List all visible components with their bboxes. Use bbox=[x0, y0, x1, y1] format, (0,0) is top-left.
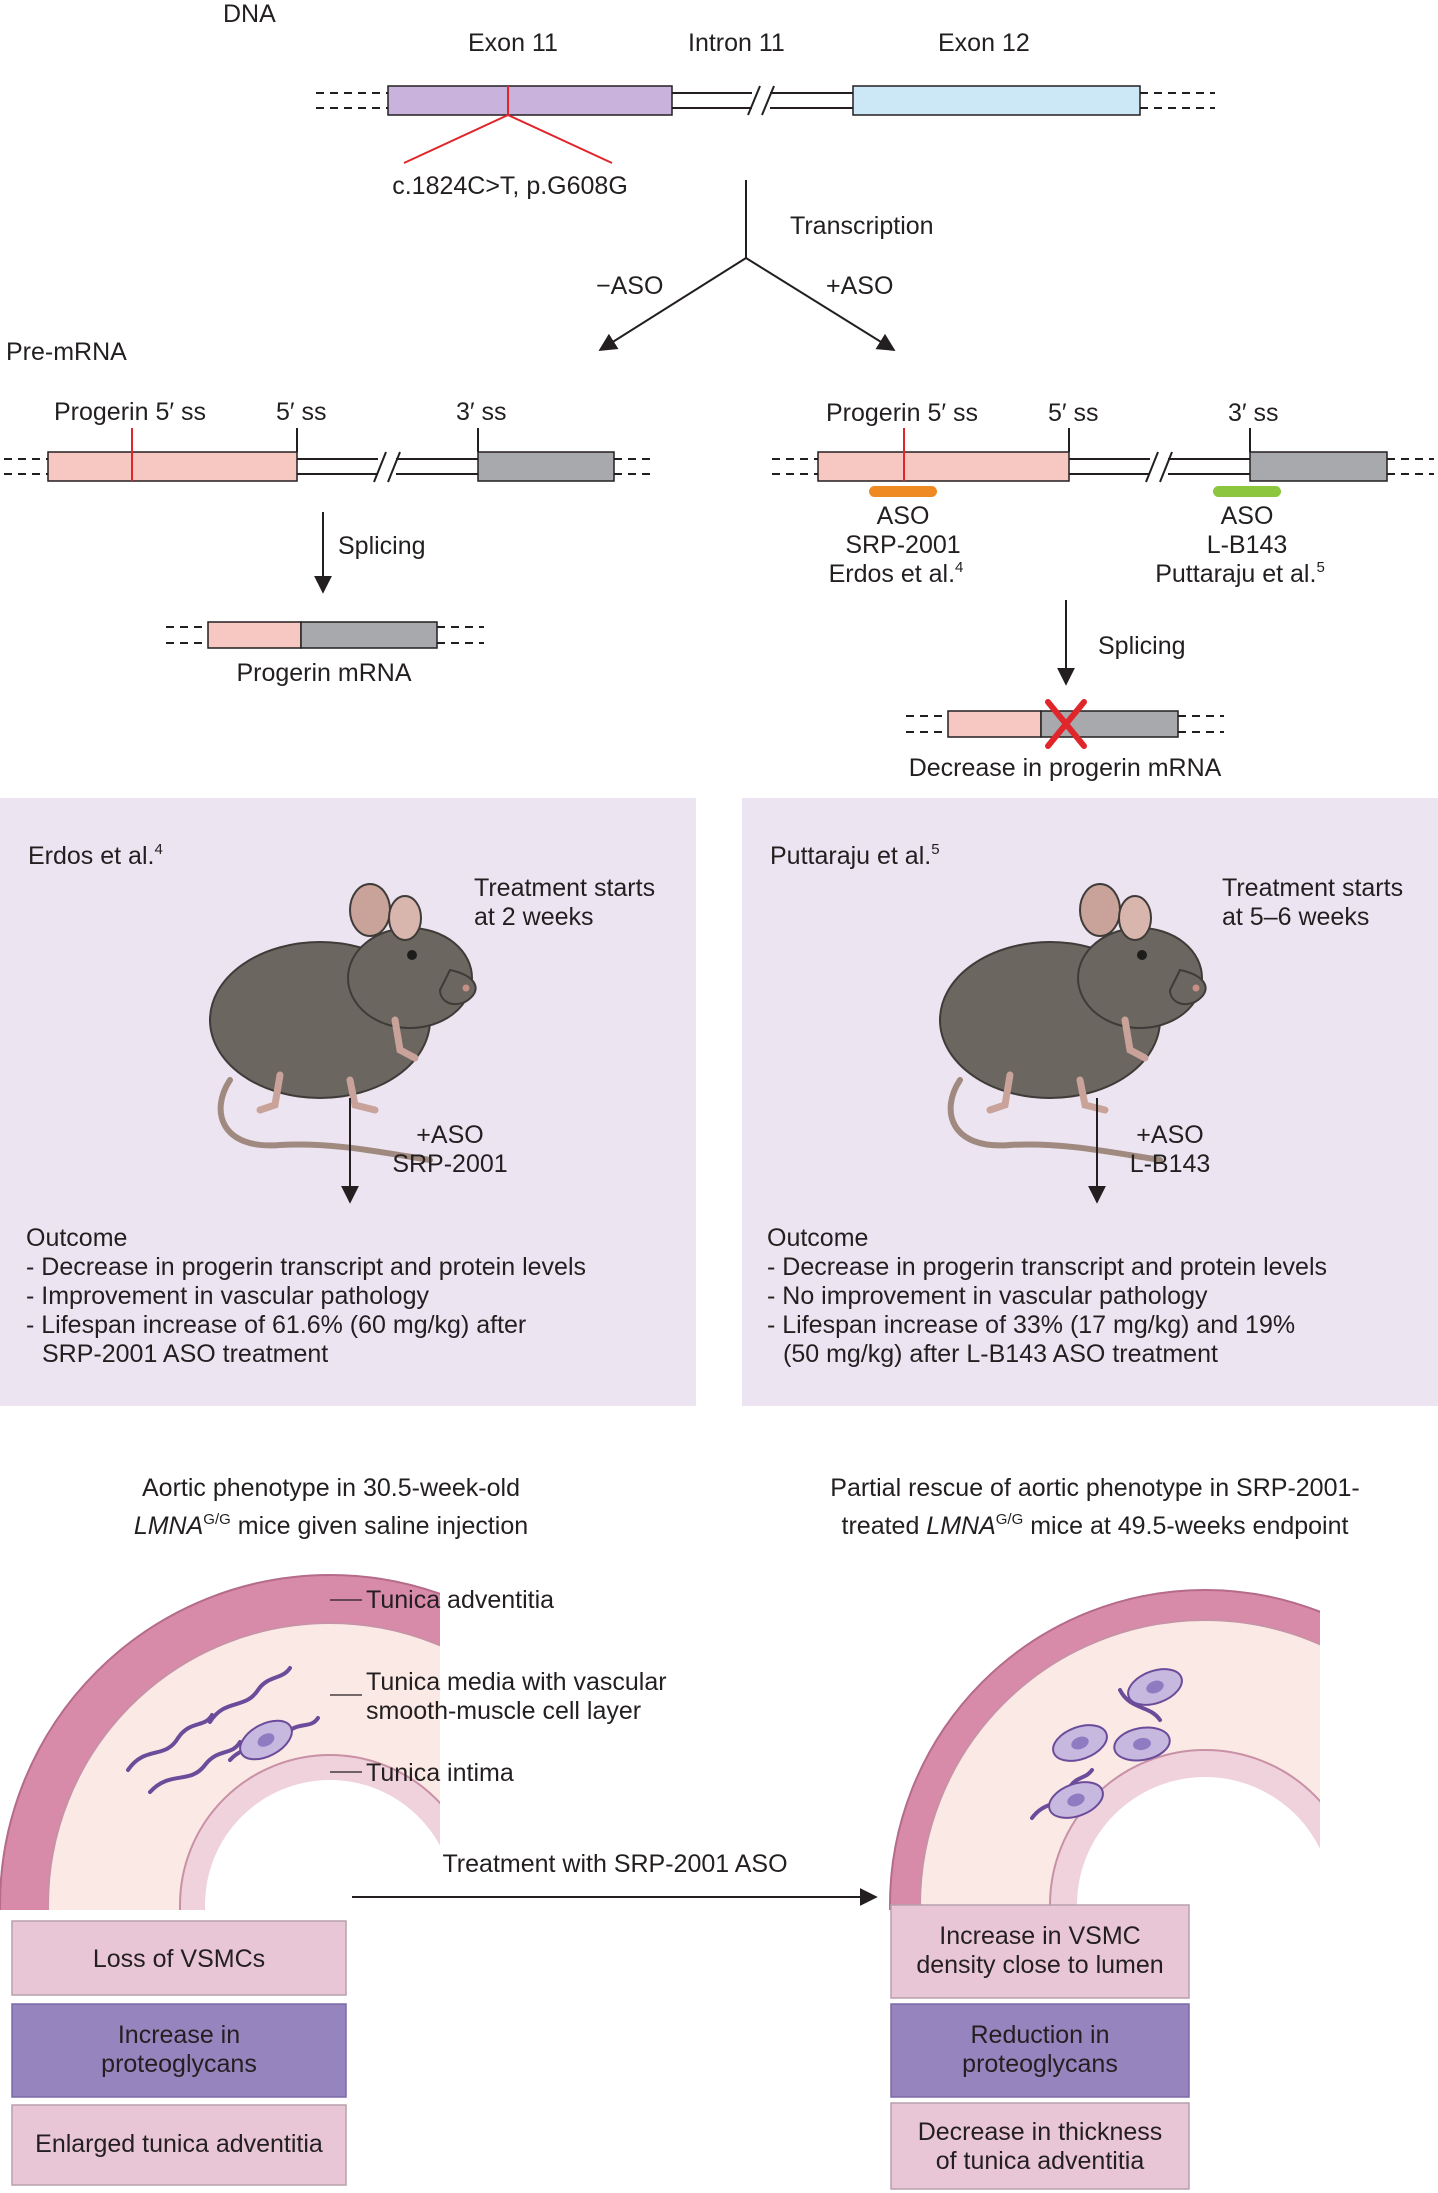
study-left-start2: at 2 weeks bbox=[474, 903, 594, 931]
dna-label: DNA bbox=[223, 0, 276, 28]
box-decrease-adventitia-label1: Decrease in thickness bbox=[918, 2118, 1163, 2146]
premrna-right: Progerin 5′ ss 5′ ss 3′ ss ASO SRP-2001 … bbox=[772, 399, 1434, 782]
dna-section: DNA Exon 11 Intron 11 Exon 12 c.1824C>T,… bbox=[223, 0, 1215, 351]
box-decrease-adventitia bbox=[890, 2102, 1190, 2190]
box-reduction-proteoglycans-label2: proteoglycans bbox=[962, 2050, 1118, 2078]
progerin-mrna-pink bbox=[207, 621, 302, 649]
premrna-left: Pre-mRNA Progerin 5′ ss 5′ ss 3′ ss Spli… bbox=[4, 338, 650, 687]
study-right: Puttaraju et al.5 Treatment starts at 5–… bbox=[767, 841, 1403, 1368]
exon11-box bbox=[387, 85, 673, 116]
box-loss-vsmc bbox=[11, 1920, 347, 1996]
study-right-start2: at 5–6 weeks bbox=[1222, 903, 1369, 931]
box-increase-proteoglycans-label1: Increase in bbox=[118, 2021, 240, 2049]
study-left-aso2: SRP-2001 bbox=[392, 1150, 507, 1178]
dna-strand bbox=[316, 85, 1215, 116]
exon12-premrna-left bbox=[477, 451, 615, 482]
mouse-parts-left bbox=[256, 883, 470, 1114]
box-reduction-proteoglycans-label1: Reduction in bbox=[971, 2021, 1110, 2049]
box-reduction-proteoglycans bbox=[890, 2003, 1190, 2098]
box-increase-proteoglycans-label2: proteoglycans bbox=[101, 2050, 257, 2078]
tunica-media-label1: Tunica media with vascular bbox=[366, 1668, 667, 1696]
aso-srp2001-bar bbox=[869, 486, 937, 497]
aorta-left-title2: LMNAG/G mice given saline injection bbox=[134, 1511, 528, 1540]
aso1-name: ASO bbox=[877, 502, 930, 530]
tunica-media-label2: smooth-muscle cell layer bbox=[366, 1697, 641, 1725]
exon12-box bbox=[852, 85, 1141, 116]
progerin-5ss-label-left: Progerin 5′ ss bbox=[54, 398, 206, 426]
reduced-mrna-pink bbox=[947, 710, 1042, 738]
study-right-aso2: L-B143 bbox=[1130, 1150, 1211, 1178]
study-left: Erdos et al.4 Treatment starts at 2 week… bbox=[26, 841, 655, 1368]
mutation-marker bbox=[403, 86, 613, 164]
aorta-left: Aortic phenotype in 30.5-week-old LMNAG/… bbox=[0, 1474, 667, 2186]
tunica-adventitia-label: Tunica adventitia bbox=[366, 1586, 554, 1614]
study-panel-left bbox=[0, 798, 696, 1406]
study-left-bullet2: - Improvement in vascular pathology bbox=[26, 1282, 429, 1310]
study-right-bullet3a: - Lifespan increase of 33% (17 mg/kg) an… bbox=[767, 1311, 1295, 1339]
exon12-premrna-right bbox=[1249, 451, 1388, 482]
mouse-icon bbox=[209, 927, 477, 1163]
mutation-label: c.1824C>T, p.G608G bbox=[392, 172, 628, 200]
progerin-exon-left bbox=[47, 451, 298, 482]
study-right-outcome: Outcome bbox=[767, 1224, 868, 1252]
progerin-mrna-gray bbox=[300, 621, 438, 649]
plus-aso-label: +ASO bbox=[826, 272, 893, 300]
study-right-bullet3b: (50 mg/kg) after L-B143 ASO treatment bbox=[783, 1340, 1218, 1368]
study-left-aso1: +ASO bbox=[416, 1121, 483, 1149]
transcription-fork bbox=[598, 180, 896, 351]
aso1-ref: Erdos et al.4 bbox=[829, 559, 964, 588]
study-right-bullet1: - Decrease in progerin transcript and pr… bbox=[767, 1253, 1327, 1281]
decrease-mrna-label: Decrease in progerin mRNA bbox=[909, 754, 1222, 782]
transcription-label: Transcription bbox=[790, 212, 934, 240]
study-left-start1: Treatment starts bbox=[474, 874, 655, 902]
box-enlarged-adventitia bbox=[11, 2104, 347, 2186]
study-left-bullet3b: SRP-2001 ASO treatment bbox=[42, 1340, 328, 1368]
tunica-intima-label: Tunica intima bbox=[366, 1759, 514, 1787]
exon11-label: Exon 11 bbox=[468, 29, 558, 57]
aorta-right: Partial rescue of aortic phenotype in SR… bbox=[830, 1474, 1360, 2190]
aso2-id: L-B143 bbox=[1207, 531, 1288, 559]
aorta-right-title1: Partial rescue of aortic phenotype in SR… bbox=[830, 1474, 1359, 1502]
study-right-start1: Treatment starts bbox=[1222, 874, 1403, 902]
3ss-label-left: 3′ ss bbox=[456, 398, 507, 426]
splicing-label-right: Splicing bbox=[1098, 632, 1186, 660]
study-left-bullet1: - Decrease in progerin transcript and pr… bbox=[26, 1253, 586, 1281]
aso2-name: ASO bbox=[1221, 502, 1274, 530]
box-increase-vsmc-label1: Increase in VSMC bbox=[939, 1922, 1140, 1950]
minus-aso-label: −ASO bbox=[596, 272, 663, 300]
progerin-exon-right bbox=[817, 451, 1070, 482]
aorta-left-title1: Aortic phenotype in 30.5-week-old bbox=[142, 1474, 520, 1502]
5ss-label-left: 5′ ss bbox=[276, 398, 327, 426]
box-decrease-adventitia-label2: of tunica adventitia bbox=[936, 2147, 1145, 2175]
box-increase-vsmc bbox=[890, 1904, 1190, 1999]
study-left-outcome: Outcome bbox=[26, 1224, 127, 1252]
splicing-label-left: Splicing bbox=[338, 532, 426, 560]
study-right-aso1: +ASO bbox=[1136, 1121, 1203, 1149]
study-left-title: Erdos et al.4 bbox=[28, 841, 163, 870]
vsmc-right bbox=[1048, 1668, 1183, 1819]
cross-icon bbox=[1045, 699, 1087, 749]
aso2-ref: Puttaraju et al.5 bbox=[1155, 559, 1325, 588]
study-left-bullet3a: - Lifespan increase of 61.6% (60 mg/kg) … bbox=[26, 1311, 526, 1339]
progerin-mrna-label: Progerin mRNA bbox=[236, 659, 411, 687]
3ss-label-right: 3′ ss bbox=[1228, 399, 1279, 427]
vsmc-left bbox=[239, 1719, 293, 1761]
progerin-5ss-label-right: Progerin 5′ ss bbox=[826, 399, 978, 427]
treatment-label: Treatment with SRP-2001 ASO bbox=[442, 1850, 787, 1878]
box-increase-proteoglycans bbox=[11, 2003, 347, 2098]
aso1-id: SRP-2001 bbox=[845, 531, 960, 559]
exon12-label: Exon 12 bbox=[938, 29, 1030, 57]
mouse-icon-right bbox=[939, 883, 1207, 1163]
box-increase-vsmc-label2: density close to lumen bbox=[916, 1951, 1163, 1979]
5ss-label-right: 5′ ss bbox=[1048, 399, 1099, 427]
study-right-title: Puttaraju et al.5 bbox=[770, 841, 940, 870]
aorta-right-title2: treated LMNAG/G mice at 49.5-weeks endpo… bbox=[842, 1511, 1349, 1540]
aso-lb143-bar bbox=[1213, 486, 1281, 497]
box-enlarged-adventitia-label: Enlarged tunica adventitia bbox=[35, 2130, 323, 2158]
box-loss-vsmc-label: Loss of VSMCs bbox=[93, 1945, 265, 1973]
study-right-bullet2: - No improvement in vascular pathology bbox=[767, 1282, 1208, 1310]
premrna-label: Pre-mRNA bbox=[6, 338, 127, 366]
intron11-label: Intron 11 bbox=[688, 29, 785, 57]
